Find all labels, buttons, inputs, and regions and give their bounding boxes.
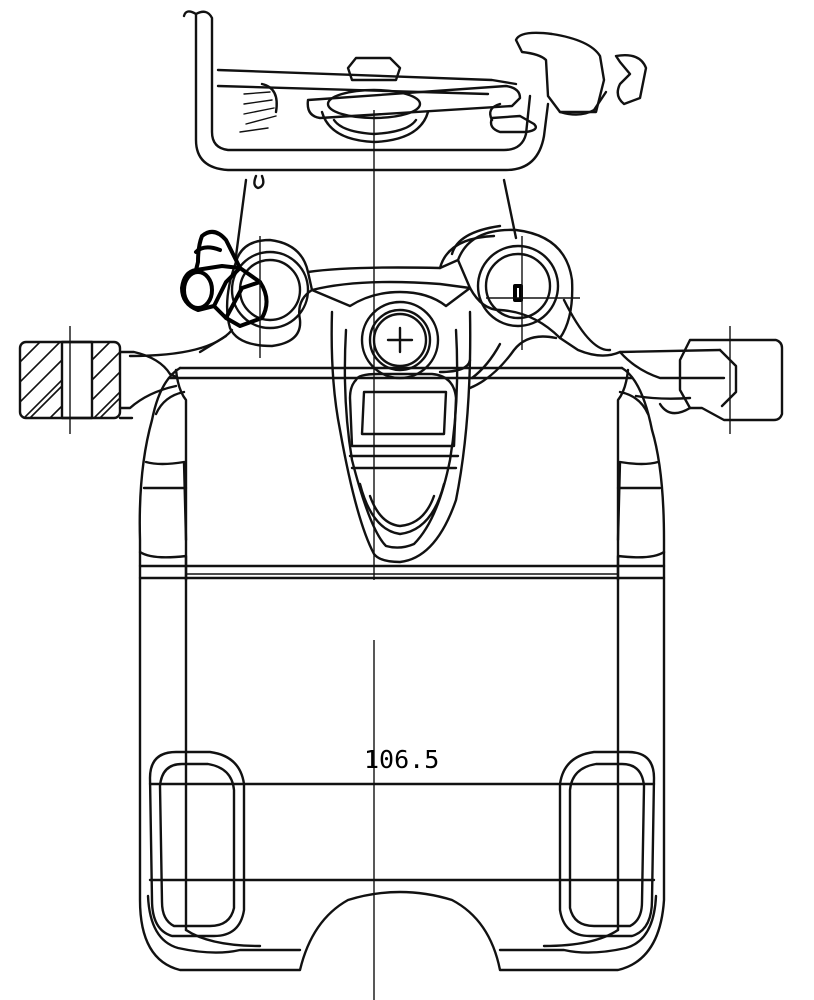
right-guide-boss (476, 244, 560, 328)
dimension-label: 106.5 (364, 745, 439, 774)
right-mounting-ear (618, 338, 784, 422)
left-mounting-ear (18, 340, 180, 420)
left-guide-boss (230, 250, 310, 330)
guide-pin-nut (320, 56, 430, 144)
bleed-screw (180, 229, 269, 328)
caliper-body (138, 366, 666, 972)
lower-right-window (558, 750, 656, 938)
retaining-spring-clip (182, 10, 648, 190)
pin-line-left (234, 178, 248, 258)
central-rib (330, 310, 558, 564)
center-lines (69, 110, 731, 1000)
pin-line-right (502, 178, 518, 240)
lower-left-window (148, 750, 246, 938)
